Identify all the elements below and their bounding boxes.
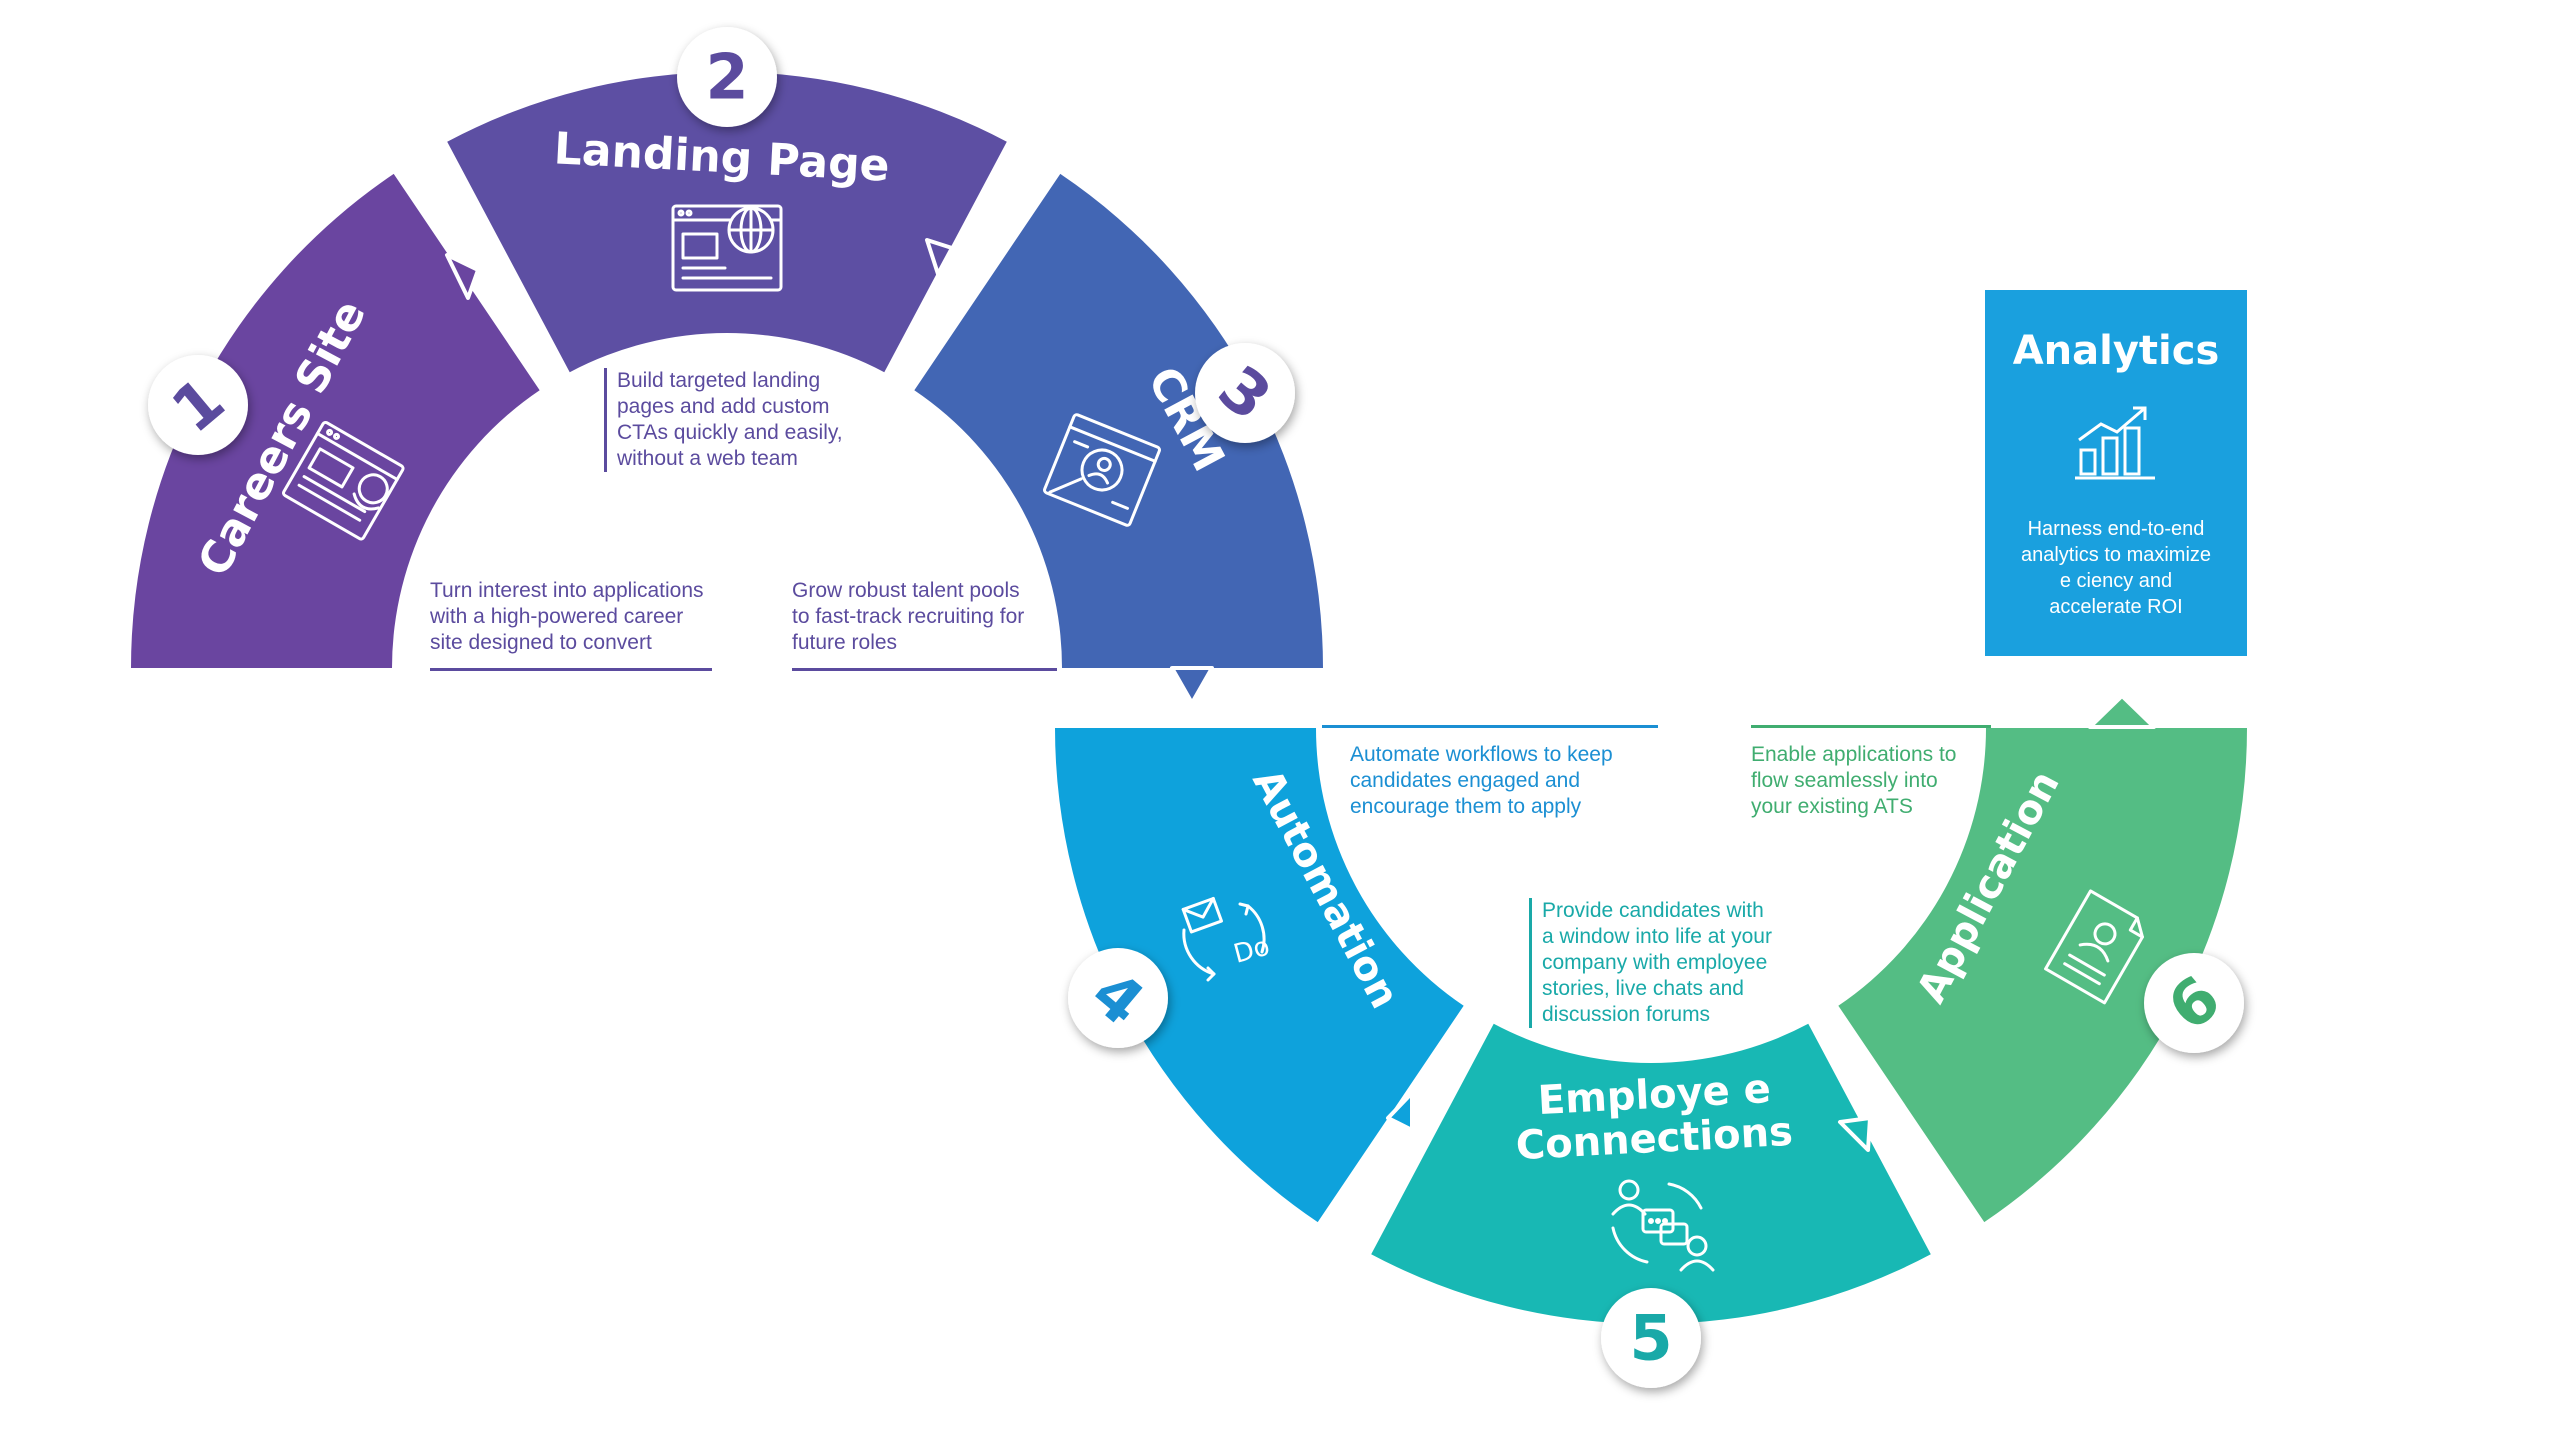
analytics-box: Analytics Harness end-to-end analytics t… (1985, 290, 2247, 656)
application-icon (2044, 889, 2144, 1005)
badge-circle (1601, 1288, 1701, 1388)
landing-page-segment (447, 72, 1007, 373)
automation-description: Automate workflows to keep candidates en… (1322, 725, 1658, 820)
step-2-badge: 2 (677, 27, 777, 127)
crm-segment (914, 173, 1323, 668)
crm-to-automation-arrow (1170, 666, 1214, 705)
application-description: Enable applications to flow seamlessly i… (1751, 725, 1991, 820)
step-3-badge: 3 (1195, 343, 1295, 443)
badge-circle (1068, 948, 1168, 1048)
landing-page-description: Build targeted landing pages and add cus… (604, 368, 843, 472)
careers-site-icon (282, 420, 405, 541)
landing-page-icon (671, 204, 783, 292)
badge-circle (677, 27, 777, 127)
step-5-badge: 5 (1601, 1288, 1701, 1388)
badge-circle (148, 355, 248, 455)
employee-connections-segment (1371, 1023, 1931, 1324)
landing-to-crm-arrow (925, 238, 954, 276)
crm-icon (1043, 413, 1161, 527)
careers-site-description: Turn interest into applications with a h… (430, 578, 712, 671)
step-4-badge: 4 (1068, 948, 1168, 1048)
automation-icon: Do (1181, 896, 1273, 982)
employee-to-application-arrow (1838, 1116, 1872, 1152)
badge-circle (1195, 343, 1295, 443)
careers-to-landing-arrow (445, 253, 480, 300)
badge-circle (2144, 953, 2244, 1053)
application-to-analytics-arrow (2088, 694, 2156, 729)
crm-description: Grow robust talent pools to fast-track r… (792, 578, 1057, 671)
careers-site-segment (131, 173, 540, 668)
automation-segment (1055, 728, 1464, 1223)
analytics-chart-icon (2075, 406, 2155, 480)
badge-number: 5 (1629, 1302, 1672, 1375)
badge-number: 2 (705, 41, 748, 114)
analytics-title: Analytics (2012, 328, 2220, 374)
step-6-badge: 6 (2144, 953, 2244, 1053)
employee-connections-description: Provide candidates with a window into li… (1529, 898, 1772, 1028)
application-segment (1838, 728, 2247, 1223)
employee-connections-icon (1611, 1179, 1715, 1272)
step-1-badge: 1 (148, 355, 248, 455)
automation-to-employee-arrow (1386, 1091, 1414, 1132)
analytics-description: Harness end-to-end analytics to maximize… (2020, 518, 2212, 618)
